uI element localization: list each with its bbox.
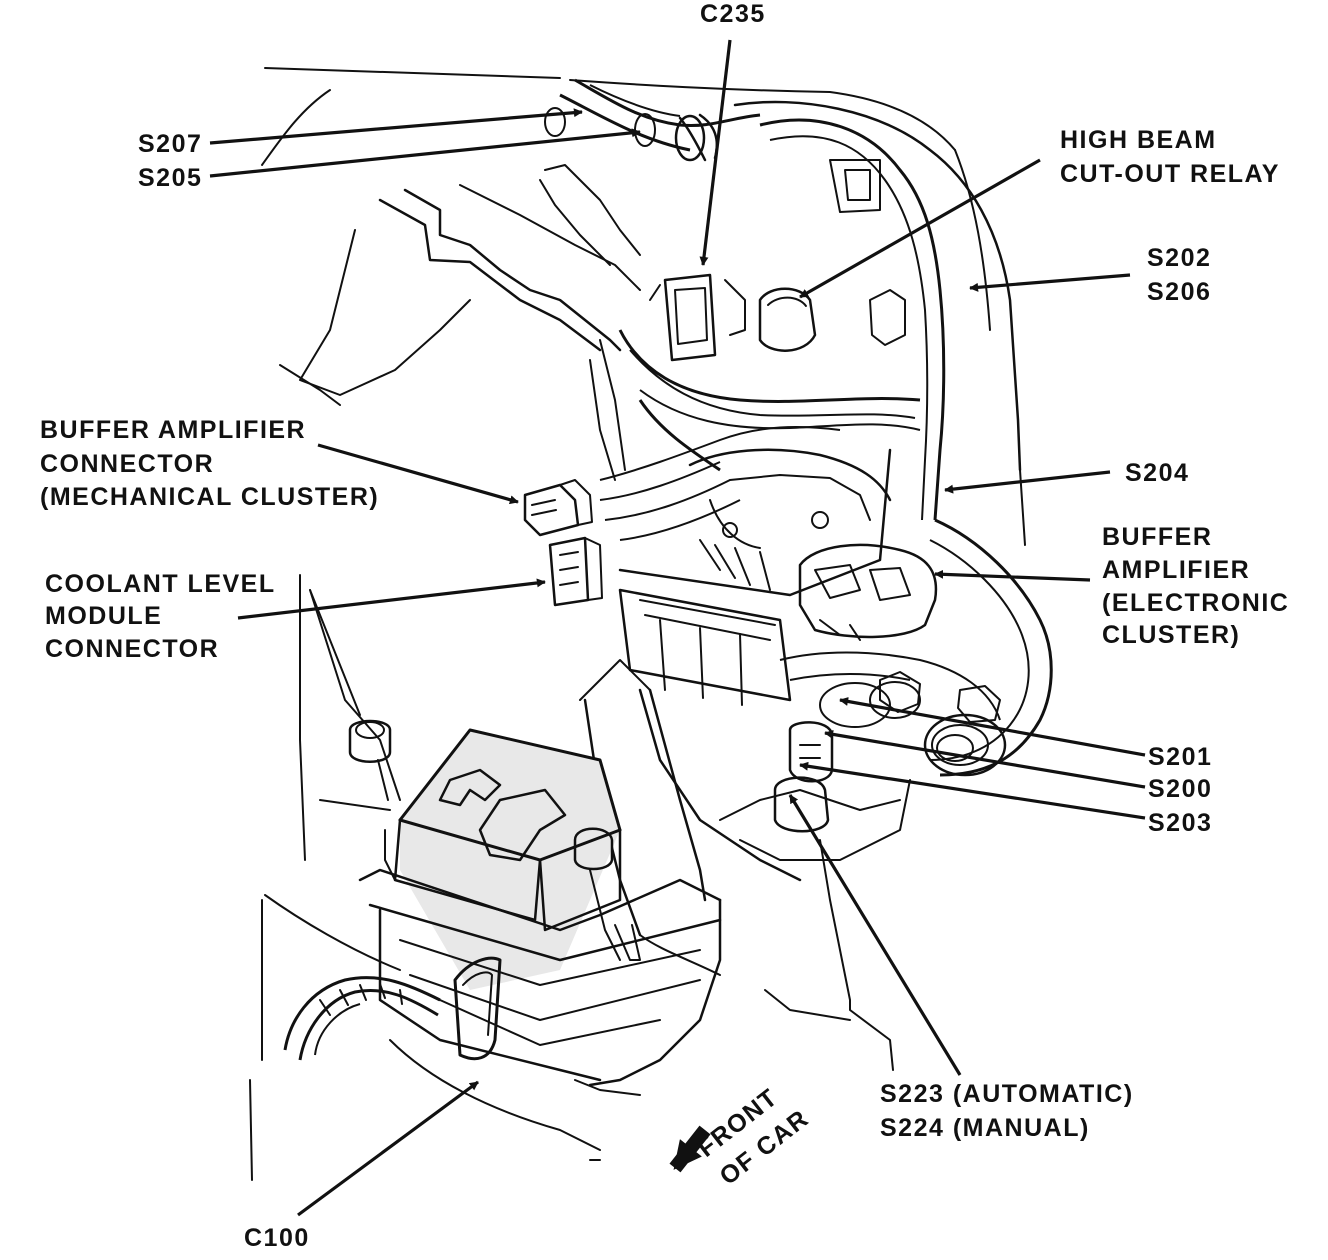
label-buffer-elec-1: BUFFER [1102,523,1212,551]
label-c100: C100 [244,1224,310,1252]
label-buffer-elec-3: (ELECTRONIC [1102,589,1289,617]
label-s204: S204 [1125,459,1189,487]
leader-buffer-mech [317,443,519,505]
label-s224: S224 (MANUAL) [880,1114,1090,1142]
leader-s207 [209,108,583,145]
leader-s223 [788,794,962,1076]
label-coolant-1: COOLANT LEVEL [45,570,276,598]
label-s207: S207 [138,130,202,158]
label-buffer-elec-2: AMPLIFIER [1102,556,1250,584]
label-buffer-mech-1: BUFFER AMPLIFIER [40,416,306,444]
label-high-beam-1: HIGH BEAM [1060,126,1217,154]
leader-s202 [969,273,1131,292]
label-s203: S203 [1148,809,1212,837]
leader-high-beam [799,158,1041,299]
line-art [249,67,1053,1181]
leader-buffer-elec [934,569,1091,582]
label-s223: S223 (AUTOMATIC) [880,1080,1134,1108]
label-s200: S200 [1148,775,1212,803]
label-s201: S201 [1148,743,1212,771]
leader-s200 [824,729,1146,789]
label-s206: S206 [1147,278,1211,306]
leader-c235 [699,39,732,266]
fuse-block [358,728,722,1096]
leader-coolant [237,578,546,620]
label-buffer-mech-3: (MECHANICAL CLUSTER) [40,483,379,511]
label-buffer-mech-2: CONNECTOR [40,450,214,478]
label-s205: S205 [138,164,202,192]
label-buffer-elec-4: CLUSTER) [1102,621,1240,649]
leader-s203 [799,761,1146,820]
labels: C235 S207 S205 HIGH BEAM CUT-OUT RELAY S… [40,0,1289,1252]
leader-c100 [297,1080,479,1217]
leader-s205 [209,128,641,178]
label-s202: S202 [1147,244,1211,272]
label-coolant-2: MODULE [45,602,162,630]
leader-lines [209,39,1146,1217]
leader-s201 [839,697,1146,757]
label-c235: C235 [700,0,766,28]
leader-s204 [944,470,1111,494]
front-of-car-arrow [669,1125,711,1173]
label-coolant-3: CONNECTOR [45,635,219,663]
label-high-beam-2: CUT-OUT RELAY [1060,160,1280,188]
